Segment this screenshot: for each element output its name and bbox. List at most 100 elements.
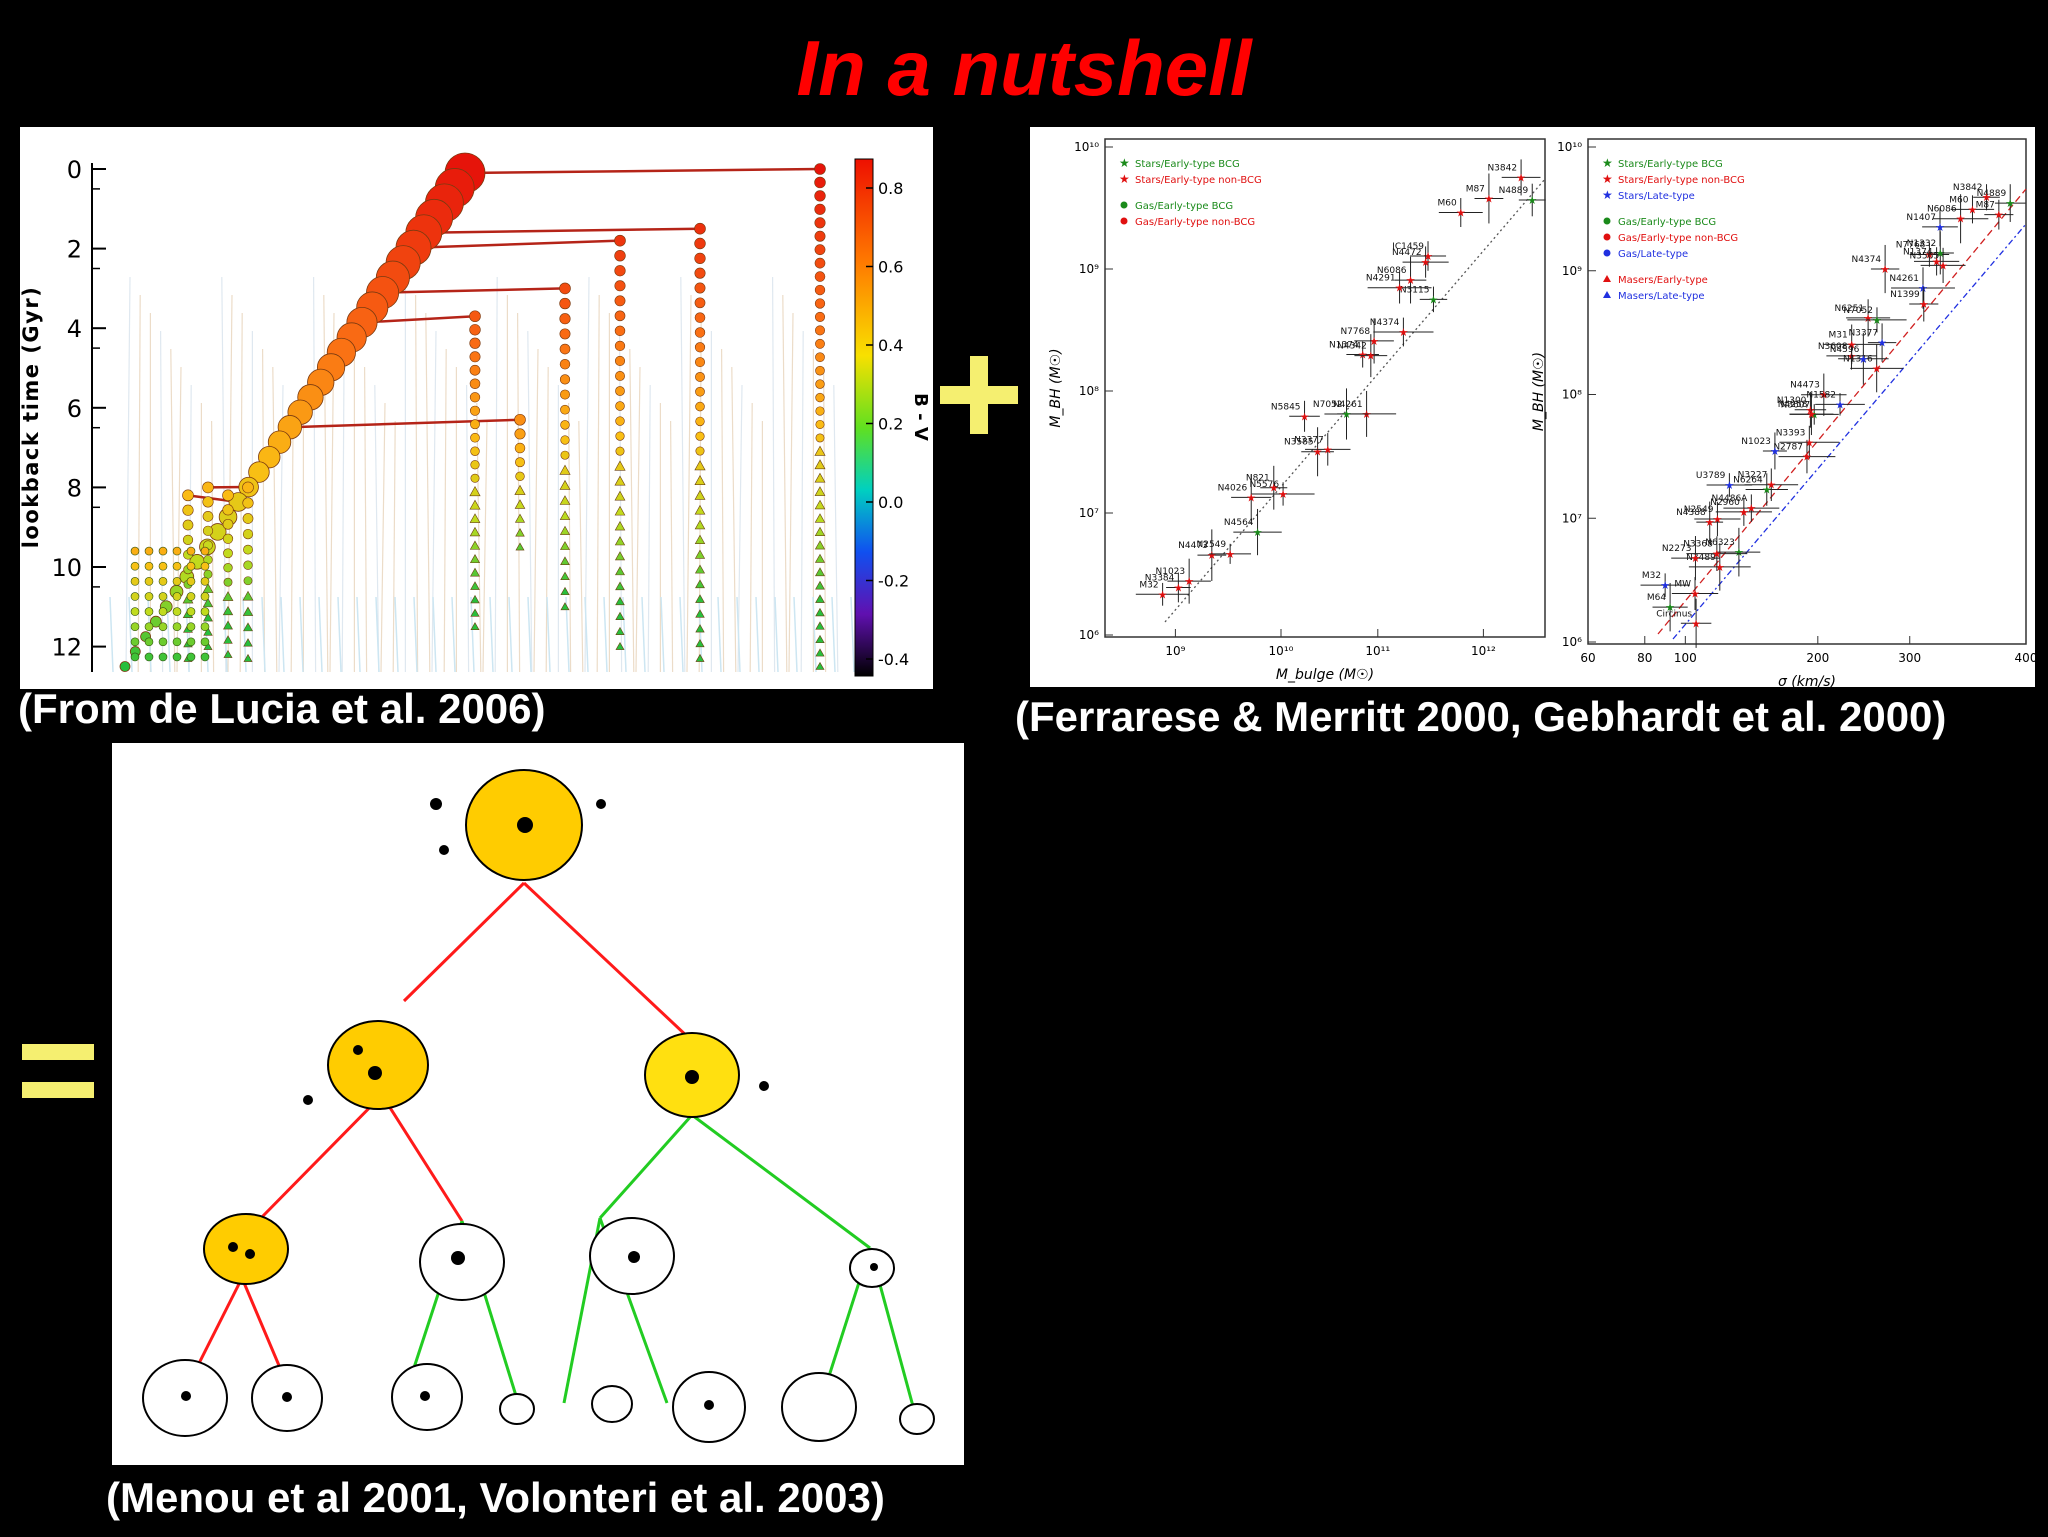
progenitor-node xyxy=(242,481,254,494)
progenitor-node xyxy=(694,534,706,544)
progenitor-node xyxy=(144,622,154,632)
black-hole xyxy=(245,1249,255,1259)
progenitor-node xyxy=(814,217,826,229)
progenitor-node xyxy=(172,622,182,632)
legend-label: Gas/Early-type non-BCG xyxy=(1618,233,1738,244)
progenitor-node xyxy=(814,445,826,456)
galaxy-label: N6264 xyxy=(1733,476,1763,486)
data-point: ★ xyxy=(1690,588,1700,601)
galaxy-label: N2549 xyxy=(1684,505,1714,515)
bh-merger-diagram xyxy=(142,769,935,1443)
progenitor-node xyxy=(559,343,571,355)
progenitor-node xyxy=(243,653,253,662)
progenitor-node xyxy=(470,432,480,443)
progenitor-node xyxy=(186,622,196,632)
data-point: ★ xyxy=(1994,209,2004,222)
galaxy-label: N4596 xyxy=(1830,345,1860,355)
black-hole xyxy=(368,1066,382,1080)
progenitor-node xyxy=(469,513,481,523)
merger-edge xyxy=(522,881,692,1041)
progenitor-node xyxy=(202,481,214,494)
progenitor-node xyxy=(615,641,625,650)
progenitor-node xyxy=(815,648,825,657)
colorbar-tick-label: 0.4 xyxy=(878,336,903,355)
history-line xyxy=(578,420,584,673)
history-line xyxy=(533,348,539,673)
progenitor-node xyxy=(814,526,826,537)
galaxy-label: N821 xyxy=(1246,474,1270,484)
galaxy-label: M31 xyxy=(1828,330,1847,340)
progenitor-node xyxy=(222,533,234,544)
history-line xyxy=(731,366,737,673)
progenitor-node xyxy=(559,297,571,310)
data-point: ★ xyxy=(1516,171,1526,184)
data-point: ★ xyxy=(1369,335,1379,348)
data-point: ★ xyxy=(1918,282,1928,295)
progenitor-node xyxy=(615,401,625,411)
progenitor-node xyxy=(186,592,196,601)
history-line xyxy=(375,596,380,673)
data-point: ★ xyxy=(1880,263,1890,276)
data-point: ★ xyxy=(1805,404,1815,417)
progenitor-node xyxy=(469,364,481,376)
history-line xyxy=(290,402,294,673)
progenitor-node xyxy=(243,622,253,632)
y-tick-label: 10⁹ xyxy=(1079,262,1099,276)
galaxy-label: N1374 xyxy=(1903,247,1933,257)
history-line xyxy=(128,596,133,673)
progenitor-node xyxy=(814,553,826,563)
data-point: ★ xyxy=(1207,549,1217,562)
progenitor-node xyxy=(469,392,481,403)
galaxy-label: N1023 xyxy=(1741,437,1771,447)
progenitor-node xyxy=(222,605,234,616)
history-line xyxy=(584,596,589,673)
data-point: ★ xyxy=(1246,491,1256,504)
progenitor-node xyxy=(814,311,826,322)
legend-marker xyxy=(1603,233,1611,241)
data-point: ★ xyxy=(1225,548,1235,561)
data-point: ★ xyxy=(1724,479,1734,492)
progenitor-node xyxy=(694,297,706,309)
progenitor-node xyxy=(200,546,210,556)
progenitor-node xyxy=(694,489,706,500)
y-axis-label: M_BH (M☉) xyxy=(1531,352,1547,431)
progenitor-node xyxy=(119,661,131,672)
data-point: ★ xyxy=(1660,579,1670,592)
black-hole xyxy=(303,1095,313,1105)
history-line xyxy=(313,276,317,673)
history-line xyxy=(622,596,627,673)
data-point: ★ xyxy=(1712,513,1722,526)
legend-marker xyxy=(1120,217,1128,225)
colorbar xyxy=(854,158,874,677)
progenitor-node xyxy=(514,499,526,509)
progenitor-node xyxy=(130,637,140,647)
progenitor-node xyxy=(469,526,481,537)
galaxy-label: N7768 xyxy=(1896,240,1926,250)
progenitor-node xyxy=(172,561,182,571)
progenitor-node xyxy=(695,386,705,397)
history-line xyxy=(451,596,456,673)
data-point: ★ xyxy=(1770,445,1780,458)
progenitor-node xyxy=(182,489,194,502)
progenitor-node xyxy=(158,607,168,616)
history-line xyxy=(800,330,804,673)
progenitor-node xyxy=(615,626,625,635)
merger-tree-links xyxy=(187,167,821,504)
y-tick-label: 10⁸ xyxy=(1079,384,1099,398)
history-line xyxy=(749,402,753,673)
progenitor-node xyxy=(243,544,253,555)
data-point: ★ xyxy=(1968,203,1978,216)
y-tick-label: 10⁸ xyxy=(1562,388,1582,402)
progenitor-node xyxy=(694,252,706,264)
progenitor-node xyxy=(130,607,140,616)
progenitor-node xyxy=(615,446,625,456)
progenitor-node xyxy=(150,615,162,628)
progenitor-node xyxy=(515,528,525,537)
galaxy-label: MW xyxy=(1674,580,1691,590)
history-line xyxy=(527,596,532,673)
black-hole xyxy=(439,845,449,855)
data-point: ★ xyxy=(1766,479,1776,492)
progenitor-node xyxy=(515,542,525,551)
galaxy-label: N6323 xyxy=(1705,538,1735,548)
progenitor-node xyxy=(695,416,705,427)
